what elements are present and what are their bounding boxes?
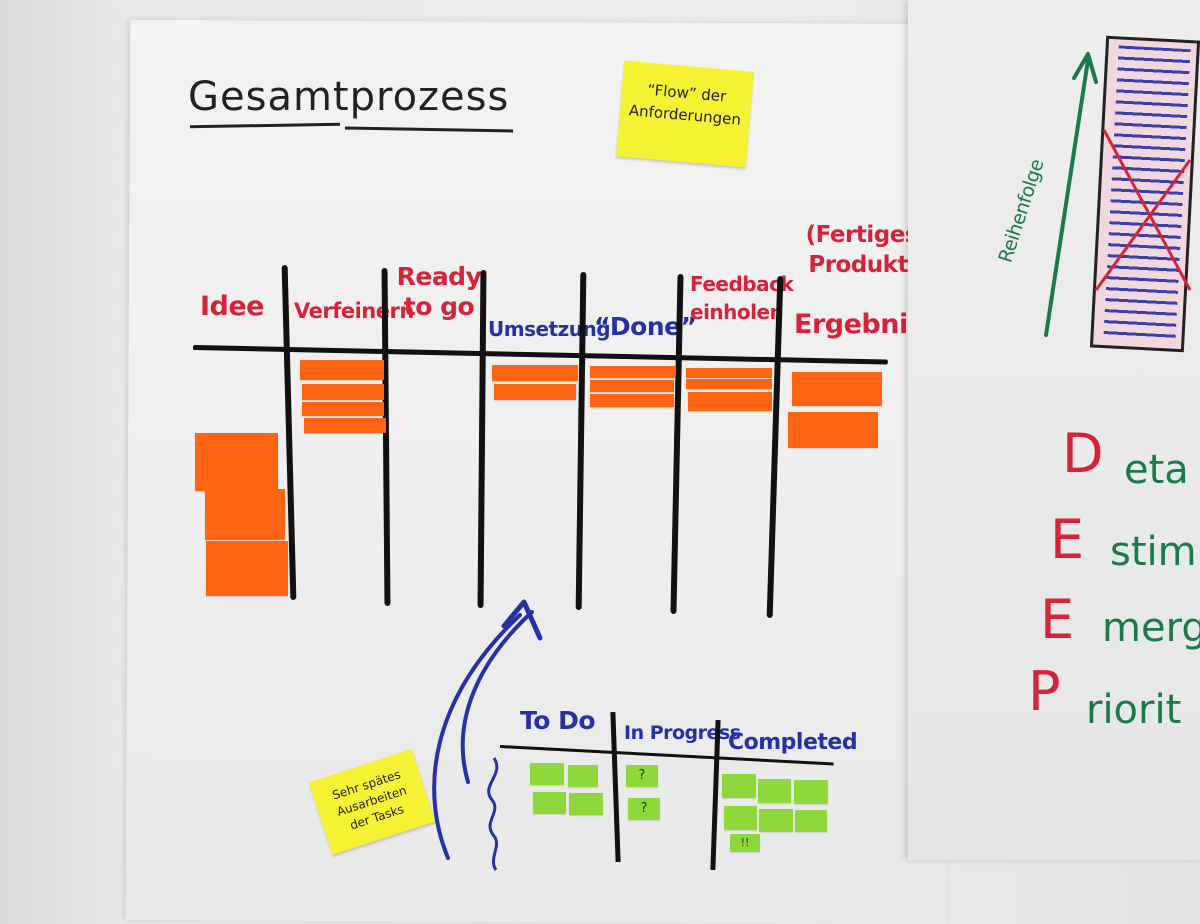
column-header-feedback: Feedback einholen (690, 272, 794, 324)
flow-note: “Flow” der Anforderungen (616, 60, 754, 168)
column-header-ready-to-go: Ready to go (396, 262, 482, 321)
task-sticky-completed (795, 810, 827, 832)
sticky-note-verfeinern (302, 384, 384, 400)
sticky-note-done (590, 380, 674, 392)
sticky-note-feedback (686, 379, 772, 389)
sticky-note-verfeinern (300, 360, 384, 380)
sticky-note-feedback (688, 392, 772, 411)
sticky-note-idee (195, 433, 278, 491)
sticky-note-umsetzung (492, 365, 578, 381)
deep-word-detailed: eta (1124, 447, 1189, 493)
task-column-todo: To Do (520, 706, 596, 735)
sticky-note-done (590, 394, 674, 407)
sticky-note-ergebnis (788, 412, 878, 448)
sticky-note-feedback (686, 368, 772, 378)
task-sticky-todo (568, 765, 598, 787)
column-header-idee: Idee (200, 291, 265, 322)
sticky-note-verfeinern (302, 402, 384, 416)
task-sticky-todo (530, 763, 564, 785)
task-sticky-completed (758, 779, 791, 803)
deep-letter-d: D (1062, 422, 1104, 485)
sticky-note-umsetzung (494, 384, 576, 400)
task-sticky-completed (724, 806, 757, 830)
flow-arrow (432, 599, 543, 871)
task-sticky-completed (794, 780, 828, 804)
cross-out-icon (1094, 129, 1192, 291)
task-column-completed: Completed (728, 730, 858, 755)
ergebnis-annotation: (Fertiges Produkt) (805, 222, 919, 278)
task-sticky-in-progress: ? (628, 798, 660, 820)
column-header-verfeinern: Verfeinern (294, 299, 414, 323)
page-title: Gesamtprozess (188, 74, 510, 120)
deep-word-emergent: merg (1102, 605, 1200, 651)
order-arrow (1044, 52, 1098, 337)
task-sticky-completed (722, 774, 756, 798)
task-sticky-todo (569, 793, 603, 815)
deep-letter-e2: E (1040, 588, 1075, 651)
sticky-note-idee (205, 489, 285, 540)
sticky-note-verfeinern (304, 418, 386, 433)
column-header-ergebnis: Ergebnis (794, 309, 924, 340)
deep-letter-e1: E (1050, 508, 1085, 571)
sticky-note-done (590, 366, 675, 378)
sticky-note-idee (206, 541, 288, 596)
task-sticky-todo (533, 792, 566, 814)
task-sticky-completed: !! (730, 834, 760, 852)
deep-word-prioritized: riorit (1086, 687, 1182, 733)
task-sticky-in-progress: ? (626, 765, 658, 787)
task-column-in-progress: In Progress (624, 722, 741, 744)
deep-word-estimated: stim (1110, 529, 1197, 575)
deep-letter-p: P (1028, 660, 1061, 723)
sticky-note-ergebnis (792, 372, 882, 406)
task-sticky-completed (759, 809, 793, 832)
column-header-umsetzung: Umsetzung (488, 317, 611, 341)
